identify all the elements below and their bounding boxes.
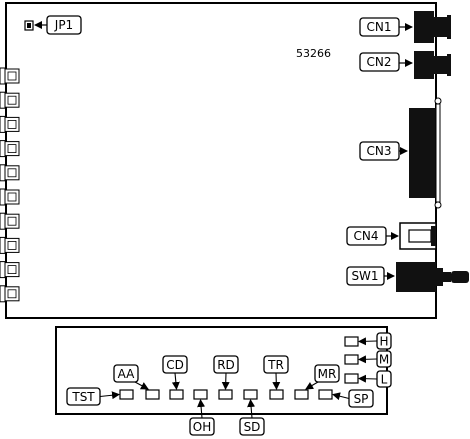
led-sp	[318, 389, 333, 400]
edge-pin	[0, 115, 20, 133]
cn1-label: CN1	[367, 20, 392, 34]
cn3-label: CN3	[367, 144, 392, 158]
front-panel-indicators: TST AA CD OH RD SD TR MR SP HML	[66, 332, 392, 436]
indicator-l: L	[344, 370, 392, 388]
cn2-label: CN2	[367, 55, 392, 69]
led-tst	[119, 389, 134, 400]
m-callout	[376, 350, 392, 368]
edge-pin	[0, 140, 20, 158]
aa-label: AA	[118, 367, 136, 381]
edge-pin	[0, 285, 20, 303]
tr-label: TR	[267, 358, 284, 372]
edge-pin	[0, 212, 20, 230]
tst-label: TST	[71, 390, 95, 404]
cd-callout	[162, 355, 188, 374]
h-callout	[376, 332, 392, 350]
sp-callout	[348, 389, 374, 408]
connector-cn3: CN3	[359, 97, 442, 209]
edge-pin	[0, 261, 20, 279]
rd-callout	[213, 355, 239, 374]
indicator-h: H	[344, 332, 392, 350]
sw1-label: SW1	[351, 269, 378, 283]
indicator-sd: SD	[239, 389, 265, 436]
edge-pin	[0, 67, 20, 85]
cd-label: CD	[166, 358, 184, 372]
connector-cn4: CN4	[346, 222, 437, 250]
edge-pin	[0, 188, 20, 206]
indicator-m: M	[344, 350, 392, 368]
led-h	[344, 336, 359, 347]
cn1-callout	[359, 17, 400, 37]
led-tr	[269, 389, 284, 400]
edge-pin	[0, 164, 20, 182]
led-oh	[193, 389, 208, 400]
indicator-mr: MR	[294, 364, 340, 400]
edge-pin	[0, 91, 20, 109]
aa-callout	[113, 364, 139, 383]
edge-pins	[0, 67, 20, 303]
led-l	[344, 373, 359, 384]
l-callout	[376, 370, 392, 388]
tst-callout	[66, 387, 101, 406]
led-m	[344, 354, 359, 365]
cn4-callout	[346, 226, 387, 246]
cn2-callout	[359, 52, 400, 72]
part-number: 53266	[296, 47, 331, 60]
sw1-callout	[346, 266, 385, 286]
indicator-rd: RD	[213, 355, 239, 400]
led-aa	[145, 389, 160, 400]
indicator-aa: AA	[113, 364, 160, 400]
sp-label: SP	[354, 392, 369, 406]
indicator-oh: OH	[189, 389, 215, 436]
cn3-callout	[359, 141, 400, 161]
led-rd	[218, 389, 233, 400]
jp1-label: JP1	[54, 18, 73, 32]
mr-callout	[314, 364, 340, 383]
indicator-cd: CD	[162, 355, 188, 400]
tr-callout	[263, 355, 289, 374]
sd-callout	[239, 417, 265, 436]
oh-callout	[189, 417, 215, 436]
sd-label: SD	[244, 420, 261, 434]
l-label: L	[381, 373, 388, 387]
rd-label: RD	[217, 358, 235, 372]
indicator-tst: TST	[66, 387, 134, 406]
oh-label: OH	[193, 420, 211, 434]
switch-sw1: SW1	[346, 262, 469, 292]
led-cd	[169, 389, 184, 400]
mr-label: MR	[318, 367, 337, 381]
cn4-label: CN4	[354, 229, 379, 243]
connector-cn2: CN2	[359, 51, 451, 79]
m-label: M	[379, 353, 389, 367]
jumper-jp1: JP1	[24, 15, 82, 35]
jp1-callout	[46, 15, 82, 35]
indicator-tr: TR	[263, 355, 289, 400]
indicator-sp: SP	[318, 389, 374, 408]
h-label: H	[379, 335, 388, 349]
led-sd	[243, 389, 258, 400]
edge-pin	[0, 236, 20, 254]
led-mr	[294, 389, 309, 400]
connector-cn1: CN1	[359, 11, 451, 43]
